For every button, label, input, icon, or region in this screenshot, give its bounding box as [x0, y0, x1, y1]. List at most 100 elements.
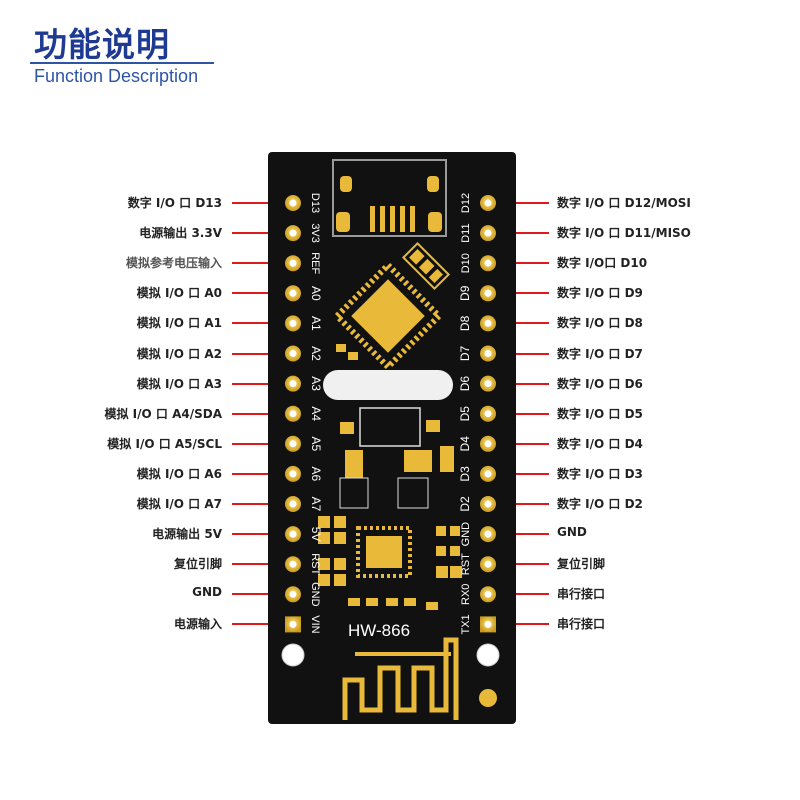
- board-model-text: HW-866: [348, 621, 410, 640]
- pin-silkscreen-label: A1: [309, 316, 323, 331]
- right-leader-line: [505, 232, 549, 235]
- left-leader-line: [232, 412, 276, 415]
- pin-hole: [484, 440, 492, 448]
- crystal-component: [401, 241, 451, 291]
- right-pin-description: 数字 I/O 口 D12/MOSI: [557, 196, 691, 210]
- left-leader-line: [232, 202, 276, 204]
- pin-silkscreen-label: D6: [458, 376, 472, 392]
- left-pin-description: GND: [192, 585, 222, 600]
- left-pin-description: 复位引脚: [173, 557, 222, 572]
- left-leader-line: [232, 533, 276, 536]
- right-leader-line: [505, 202, 549, 204]
- pin-silkscreen-label: D11: [460, 223, 472, 242]
- pin-silkscreen-label: RX0: [460, 584, 472, 605]
- right-leader-line: [505, 352, 549, 355]
- left-leader-line: [232, 382, 276, 385]
- antenna-trace: [342, 637, 459, 720]
- pin-hole: [289, 319, 297, 327]
- pin-silkscreen-label: D4: [458, 436, 472, 452]
- pin-silkscreen-label: TX1: [460, 614, 472, 634]
- right-pin-description: 串行接口: [557, 587, 606, 602]
- pin-hole: [289, 440, 297, 448]
- right-pin-description: GND: [557, 525, 587, 540]
- mounting-hole: [476, 643, 500, 667]
- pin-hole: [289, 470, 297, 478]
- right-pin-description: 数字 I/O口 D10: [557, 256, 648, 271]
- pin-silkscreen-label: REF: [309, 252, 321, 274]
- left-pin-description: 模拟 I/O 口 A0: [136, 286, 222, 301]
- left-pin-description: 模拟 I/O 口 A4/SDA: [104, 406, 223, 421]
- pin-hole: [484, 530, 492, 538]
- right-pin-description: 数字 I/O 口 D8: [557, 316, 643, 331]
- right-leader-line: [505, 503, 549, 505]
- pin-silkscreen-label: D2: [458, 496, 472, 512]
- pin-hole: [289, 560, 297, 568]
- pin-silkscreen-label: D8: [458, 315, 472, 331]
- right-pin-description: 数字 I/O 口 D3: [557, 466, 643, 481]
- left-leader-line: [232, 322, 276, 325]
- pin-silkscreen-label: A2: [309, 346, 323, 361]
- left-pin-description: 电源输出 3.3V: [139, 226, 222, 241]
- right-pin-description: 串行接口: [557, 617, 606, 632]
- right-leader-line: [505, 593, 549, 596]
- pin-hole: [289, 590, 297, 598]
- left-leader-line: [232, 352, 276, 355]
- pin-hole: [289, 289, 297, 297]
- pin-hole: [289, 229, 297, 237]
- left-pin-description: 模拟 I/O 口 A2: [136, 346, 222, 361]
- pin-silkscreen-label: D13: [309, 193, 321, 213]
- pin-silkscreen-label: GND: [309, 582, 321, 607]
- right-leader-line: [505, 442, 549, 445]
- pin-hole: [484, 620, 492, 628]
- mounting-pad: [479, 689, 497, 707]
- left-leader-line: [232, 292, 276, 295]
- left-leader-line: [232, 262, 276, 265]
- pin-hole: [484, 410, 492, 418]
- pin-hole: [289, 620, 297, 628]
- right-leader-line: [505, 623, 549, 626]
- right-leader-line: [505, 533, 549, 536]
- pin-silkscreen-label: GND: [460, 522, 472, 547]
- right-leader-line: [505, 472, 549, 475]
- left-pin-description: 电源输出 5V: [152, 527, 222, 542]
- page-subtitle: Function Description: [34, 66, 199, 86]
- pin-hole: [484, 319, 492, 327]
- pin-hole: [484, 199, 492, 207]
- pin-hole: [289, 530, 297, 538]
- pin-silkscreen-label: RST: [460, 553, 472, 575]
- left-pin-description: 模拟 I/O 口 A7: [136, 497, 222, 511]
- pin-silkscreen-label: D10: [460, 253, 472, 273]
- right-pin-description: 数字 I/O 口 D5: [557, 406, 643, 421]
- left-pin-description: 模拟 I/O 口 A1: [136, 316, 222, 331]
- left-pin-description: 数字 I/O 口 D13: [127, 196, 222, 210]
- left-leader-line: [232, 503, 276, 505]
- right-pin-description: 数字 I/O 口 D9: [557, 286, 643, 301]
- pin-hole: [484, 500, 492, 508]
- pin-silkscreen-label: 5V: [309, 527, 323, 542]
- pin-hole: [484, 289, 492, 297]
- pin-hole: [484, 590, 492, 598]
- pin-hole: [289, 199, 297, 207]
- oscillator: [323, 370, 453, 400]
- passive-components: [318, 516, 462, 610]
- left-pin-description: 模拟 I/O 口 A3: [136, 376, 222, 391]
- right-leader-line: [505, 292, 549, 295]
- right-leader-line: [505, 382, 549, 385]
- left-pin-description: 模拟 I/O 口 A5/SCL: [107, 436, 222, 451]
- pin-hole: [484, 470, 492, 478]
- pin-hole: [484, 259, 492, 267]
- pin-silkscreen-label: D9: [458, 285, 472, 301]
- right-pin-description: 数字 I/O 口 D6: [557, 376, 643, 391]
- pin-silkscreen-label: A5: [309, 436, 323, 451]
- pin-hole: [289, 350, 297, 357]
- left-leader-line: [232, 232, 276, 235]
- right-pin-description: 数字 I/O 口 D11/MISO: [557, 226, 691, 241]
- right-pin-description: 数字 I/O 口 D2: [557, 497, 643, 511]
- right-leader-line: [505, 322, 549, 325]
- left-pin-description: 电源输入: [173, 617, 222, 632]
- right-pin-description: 复位引脚: [557, 557, 606, 572]
- title-divider: [30, 62, 214, 64]
- usb-connector: [332, 159, 447, 237]
- pin-hole: [289, 259, 297, 267]
